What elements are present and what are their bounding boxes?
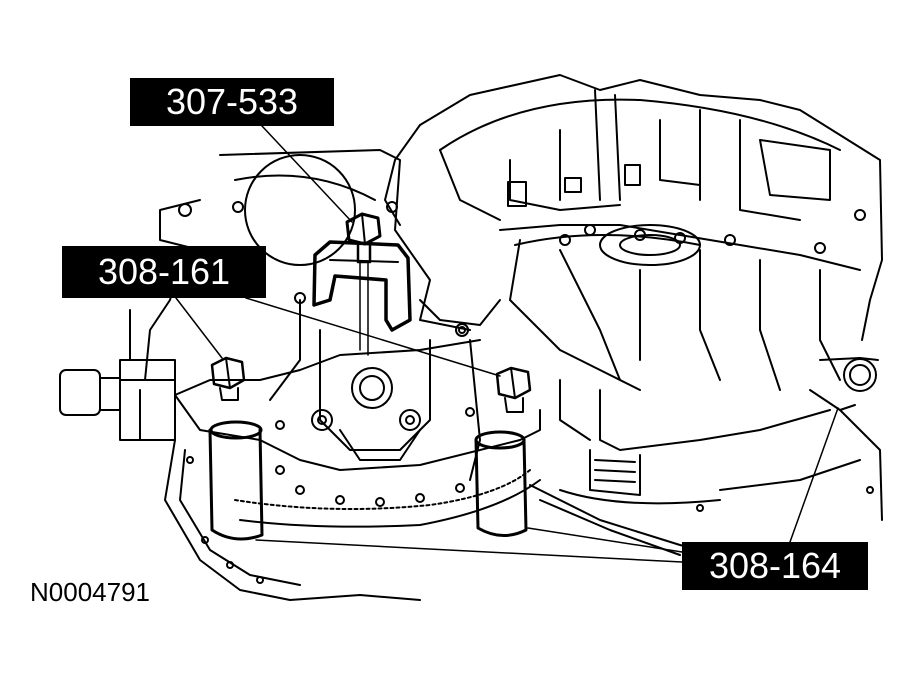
tool-308-164-right-sleeve <box>474 430 528 537</box>
transaxle-case <box>384 74 883 341</box>
figure-id: N0004791 <box>30 577 150 607</box>
tool-307-533-puller <box>312 212 412 356</box>
callout-tool-307-533: 307-533 <box>130 78 334 126</box>
tool-308-161-right-bolt <box>495 366 532 413</box>
support-plate <box>174 329 541 471</box>
left-mount <box>59 309 176 441</box>
gear-cavity <box>499 224 861 451</box>
tool-308-161-left-bolt <box>210 356 246 401</box>
tool-308-164-left-sleeve <box>208 420 264 541</box>
leader-lines <box>175 125 839 563</box>
ring-gear <box>234 465 541 528</box>
output-shaft <box>559 357 879 505</box>
callout-tool-308-164: 308-164 <box>682 542 868 590</box>
callout-tool-308-161: 308-161 <box>62 246 266 298</box>
